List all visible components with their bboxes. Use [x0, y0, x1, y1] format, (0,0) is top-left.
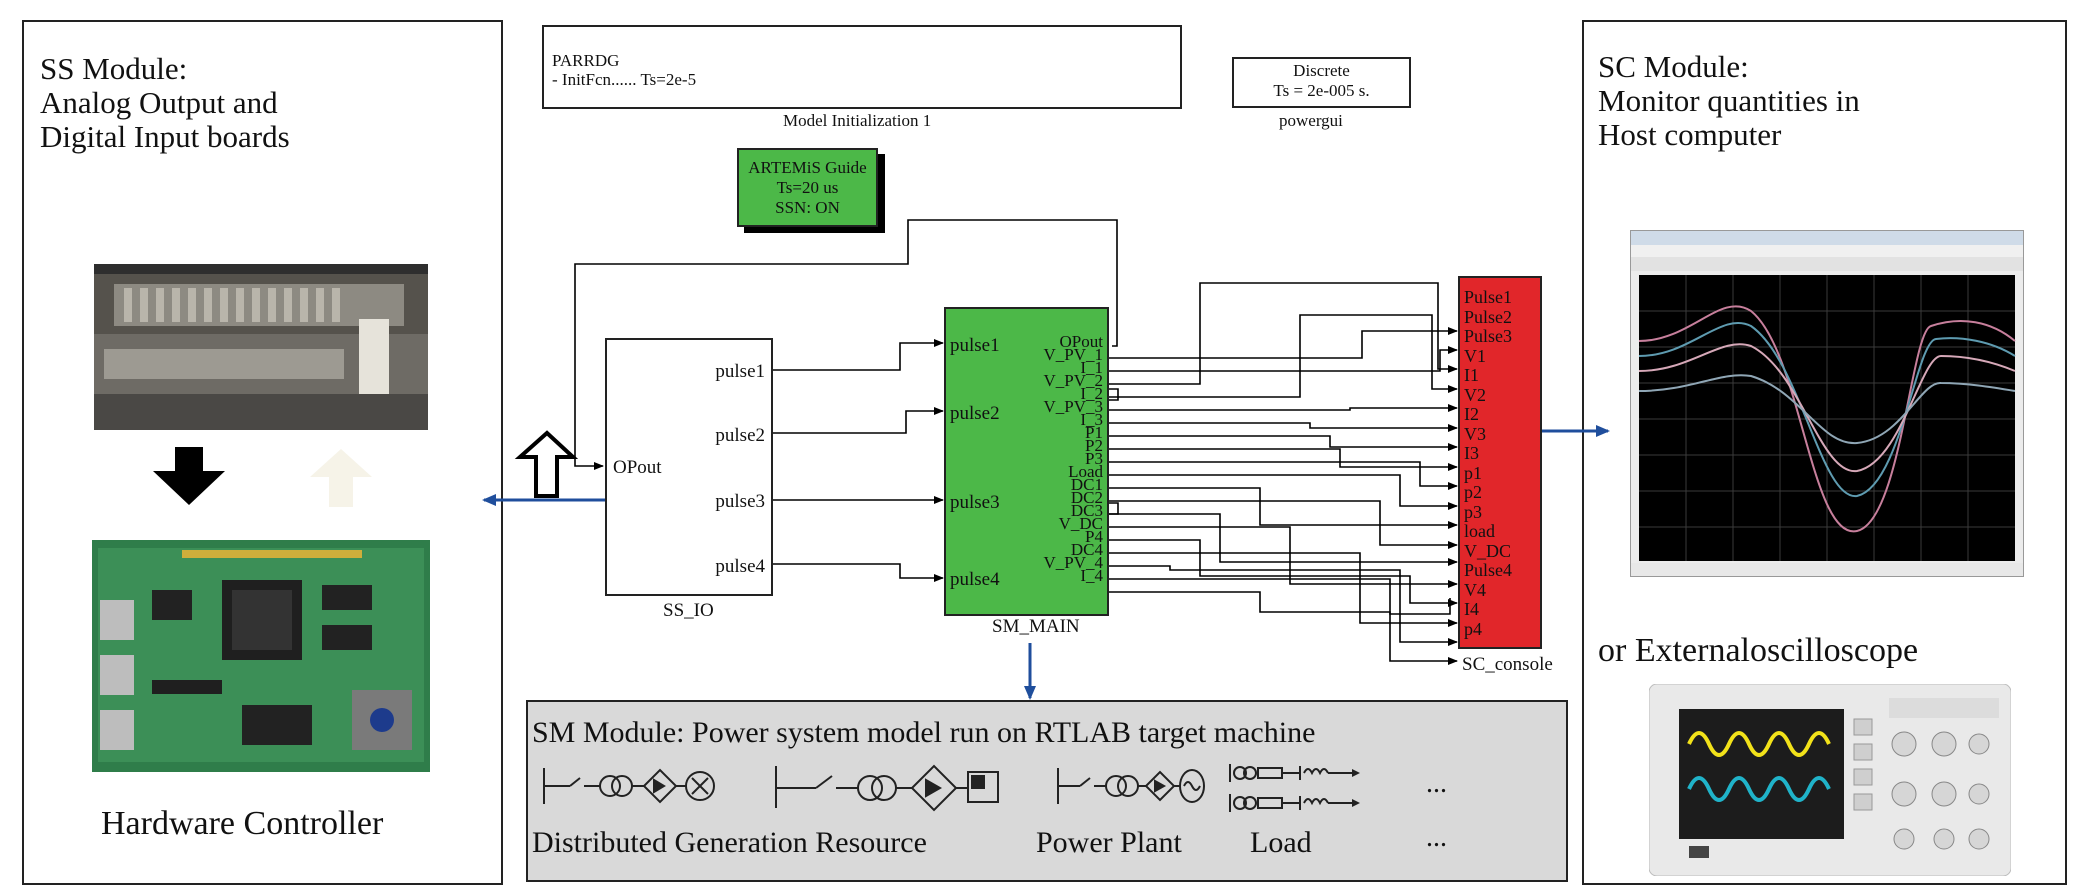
parrdg-title: PARRDG: [552, 51, 620, 70]
sc-in-pulse2: Pulse2: [1464, 306, 1513, 327]
sm-main-out-p2: P2: [1085, 436, 1103, 455]
down-arrow-icon: [149, 447, 229, 507]
sc-in-p4: p4: [1464, 618, 1482, 639]
hardware-board-photo: [94, 264, 428, 430]
sm-main-out-vpv4: V_PV_4: [1043, 553, 1103, 572]
controller-pcb-photo: [92, 540, 430, 772]
sm-main-out-i3: I_3: [1080, 410, 1103, 429]
ss-io-label: SS_IO: [663, 600, 714, 621]
sc-in-vdc: V_DC: [1464, 540, 1512, 561]
ss-module-panel: SS Module: Analog Output and Digital Inp…: [22, 20, 503, 885]
ss-io-pulse3: pulse3: [715, 491, 765, 512]
sc-module-panel: SC Module: Monitor quantities in Host co…: [1582, 20, 2067, 885]
ss-io-pulse2: pulse2: [715, 425, 765, 446]
load-label: Load: [1250, 826, 1312, 859]
sm-ellipsis-top: ...: [1426, 768, 1447, 799]
sm-main-in-pulse2: pulse2: [950, 403, 1000, 424]
sm-main-out-load: Load: [1068, 462, 1103, 481]
sc-in-p2: p2: [1464, 482, 1482, 502]
ss-io-pulse1: pulse1: [715, 361, 765, 382]
sm-main-in-pulse3: pulse3: [950, 492, 1000, 513]
sc-in-i2: I2: [1464, 404, 1479, 424]
sc-in-load: load: [1464, 521, 1495, 541]
model-initialization-label: Model Initialization 1: [783, 111, 932, 130]
sm-main-out-i2: I_2: [1080, 384, 1103, 403]
power-symbols: [540, 760, 1420, 820]
sm-main-out-i1: I_1: [1080, 358, 1103, 377]
artemis-ssn: SSN: ON: [775, 198, 840, 217]
sm-main-out-p4: P4: [1085, 527, 1103, 546]
powergui-discrete: Discrete: [1293, 61, 1350, 80]
sm-main-label: SM_MAIN: [992, 616, 1080, 637]
artemis-guide-block[interactable]: ARTEMiS Guide Ts=20 us SSN: ON: [737, 148, 878, 227]
sm-module-title: SM Module: Power system model run on RTL…: [532, 716, 1316, 749]
sc-console-block[interactable]: Pulse1 Pulse2 Pulse3 V1 I1 V2 I2 V3 I3 p…: [1458, 276, 1542, 649]
sm-main-in-pulse4: pulse4: [950, 569, 1000, 590]
artemis-ts: Ts=20 us: [776, 178, 839, 197]
sc-in-v2: V2: [1464, 384, 1486, 405]
sm-main-out-p1: P1: [1085, 423, 1103, 442]
sc-in-pulse1: Pulse1: [1464, 287, 1513, 307]
dg-label: Distributed Generation Resource: [532, 826, 927, 859]
external-oscilloscope-label: or Externaloscilloscope: [1598, 632, 1919, 669]
sm-main-out-vdc: V_DC: [1058, 514, 1103, 533]
sc-in-p3: p3: [1464, 501, 1482, 522]
sm-main-out-p3: P3: [1085, 449, 1103, 468]
sm-main-out-dc4: DC4: [1070, 540, 1103, 559]
powergui-label: powergui: [1279, 111, 1343, 130]
sm-main-out-i4: I_4: [1080, 566, 1103, 585]
sm-main-out-opout: OPout: [1059, 332, 1103, 351]
ss-io-pulse4: pulse4: [715, 556, 765, 577]
sm-main-out-ports: OPout V_PV_1 I_1 V_PV_2 I_2 V_PV_3 I_3 P…: [1043, 332, 1103, 585]
sc-in-pulse4: Pulse4: [1464, 560, 1513, 580]
sc-in-v3: V3: [1464, 423, 1486, 444]
sc-console-in-ports: Pulse1 Pulse2 Pulse3 V1 I1 V2 I2 V3 I3 p…: [1464, 287, 1513, 639]
sc-in-i4: I4: [1464, 599, 1479, 619]
artemis-title: ARTEMiS Guide: [748, 158, 867, 177]
sm-main-out-dc3: DC3: [1070, 501, 1103, 520]
oscilloscope-photo: [1648, 683, 2012, 877]
sc-console-label: SC_console: [1462, 654, 1553, 675]
power-plant-label: Power Plant: [1036, 826, 1182, 859]
powergui-block[interactable]: Discrete Ts = 2e-005 s.: [1232, 57, 1411, 108]
sm-module-panel: SM Module: Power system model run on RTL…: [526, 700, 1568, 882]
sc-in-i3: I3: [1464, 443, 1479, 463]
sc-in-p1: p1: [1464, 462, 1482, 483]
sm-main-out-dc2: DC2: [1070, 488, 1103, 507]
ss-module-title: SS Module: Analog Output and Digital Inp…: [40, 51, 290, 154]
sc-in-i1: I1: [1464, 365, 1479, 385]
ss-io-opout-port: OPout: [613, 457, 662, 478]
parrdg-initfcn: - InitFcn...... Ts=2e-5: [552, 70, 697, 89]
scope-screenshot: [1630, 230, 2024, 577]
sc-in-v1: V1: [1464, 345, 1486, 366]
up-arrow-icon: [306, 447, 376, 509]
sc-module-title: SC Module: Monitor quantities in Host co…: [1598, 49, 1860, 152]
sc-in-v4: V4: [1464, 579, 1486, 600]
sm-ellipsis-bottom: ...: [1426, 822, 1447, 853]
sm-main-out-vpv3: V_PV_3: [1043, 397, 1103, 416]
sm-main-block[interactable]: pulse1 pulse2 pulse3 pulse4 OPout V_PV_1…: [944, 307, 1109, 616]
powergui-ts: Ts = 2e-005 s.: [1273, 81, 1370, 100]
sm-main-out-dc1: DC1: [1070, 475, 1103, 494]
parrdg-block[interactable]: PARRDG - InitFcn...... Ts=2e-5: [542, 25, 1182, 109]
sm-main-out-vpv2: V_PV_2: [1043, 371, 1103, 390]
ss-io-block[interactable]: OPout pulse1 pulse2 pulse3 pulse4: [605, 338, 773, 596]
sm-main-out-vpv1: V_PV_1: [1043, 345, 1103, 364]
sc-in-pulse3: Pulse3: [1464, 326, 1513, 346]
hardware-controller-caption: Hardware Controller: [101, 805, 384, 842]
sm-main-in-pulse1: pulse1: [950, 335, 1000, 356]
